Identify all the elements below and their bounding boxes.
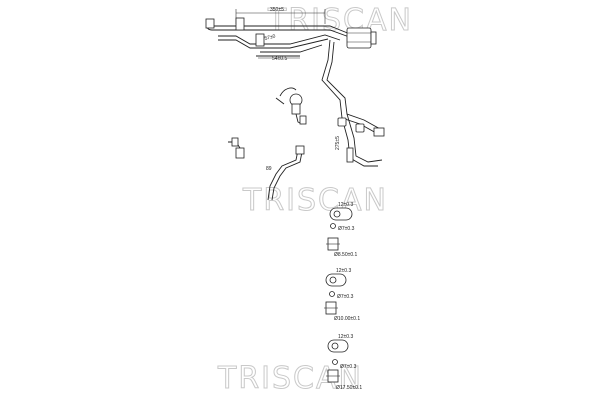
detail1-bottom: Ø8.50±0.1 [334, 252, 358, 258]
detail2-mid: Ø7±0.3 [337, 294, 354, 300]
detail-oring-1: 12±0.3 Ø7±0.3 Ø8.50±0.1 [326, 202, 358, 258]
detail3-bottom: Ø17.50±0.1 [336, 385, 362, 391]
dim-lower-span: 54±0.5 [272, 56, 287, 62]
detail1-mid: Ø7±0.3 [338, 226, 355, 232]
detail-oring-3: 12±0.3 Ø7±0.3 Ø17.50±0.1 [326, 334, 362, 391]
detail2-bottom: Ø10.00±0.1 [334, 316, 360, 322]
detail3-top: 12±0.3 [338, 334, 353, 340]
watermark-top: TRISCAN [267, 3, 413, 38]
dim-vertical-left: 275±5 [335, 136, 341, 150]
pressure-switch [275, 87, 307, 125]
watermark-middle: TRISCAN [242, 183, 388, 218]
dim-angled-span: 57±0 [264, 33, 276, 42]
top-dimension: 350±5 [235, 7, 326, 24]
small-fitting [228, 137, 245, 159]
detail1-top: 12±0.3 [338, 202, 353, 208]
detail3-mid: Ø7±0.3 [340, 364, 357, 370]
main-hose-lines [205, 17, 353, 57]
detail-oring-2: 12±0.3 Ø7±0.3 Ø10.00±0.1 [324, 268, 360, 322]
descending-hose-group [321, 39, 385, 167]
hose-label: 89 [266, 166, 272, 172]
dim-main-span: 350±5 [270, 7, 284, 13]
lower-hose: 89 [266, 145, 305, 201]
receiver-fitting [346, 27, 377, 49]
detail2-top: 12±0.3 [336, 268, 351, 274]
